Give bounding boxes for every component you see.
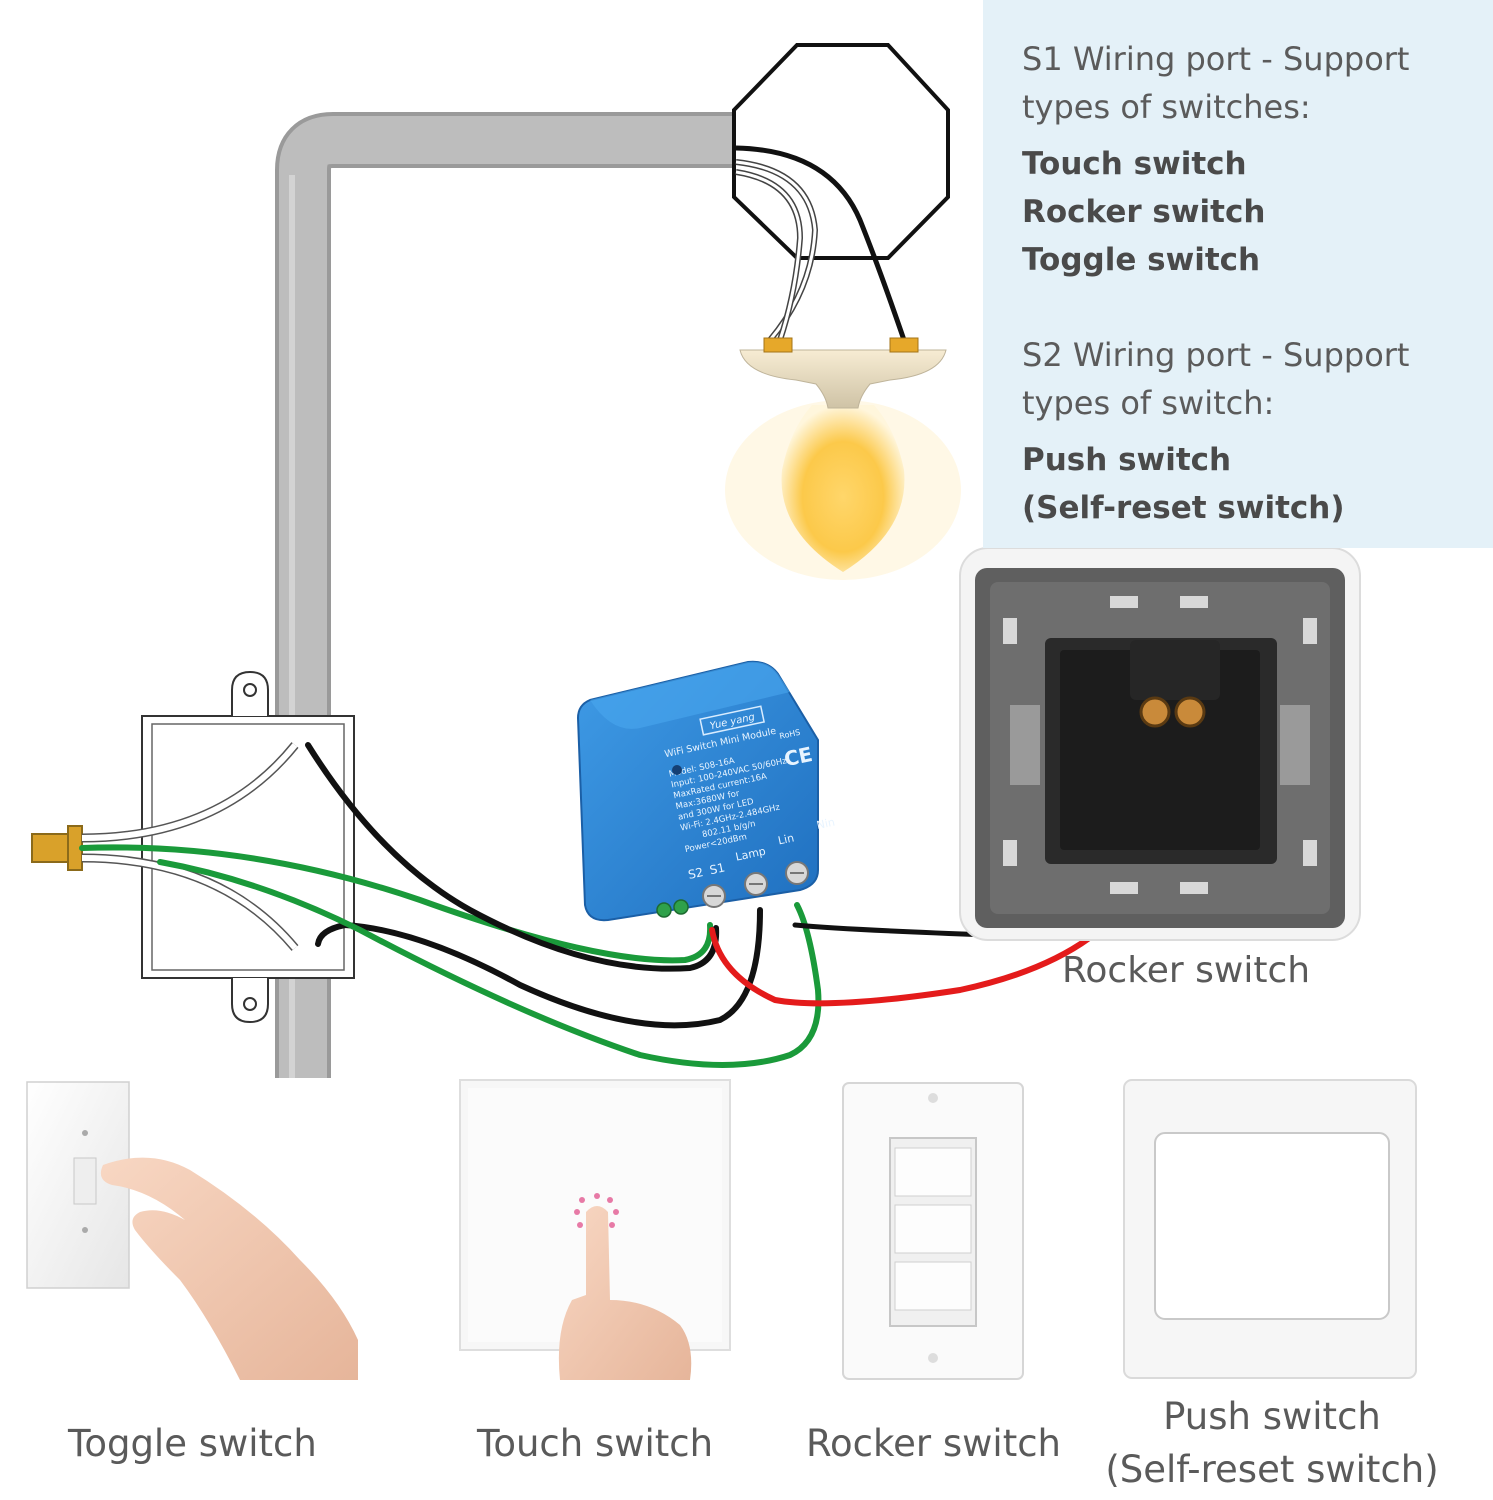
caption-touch-switch: Touch switch xyxy=(477,1422,714,1465)
s1-heading-line2: types of switches: xyxy=(1022,88,1311,126)
s2-heading-line2: types of switch: xyxy=(1022,384,1275,422)
ground-wire-nut xyxy=(31,825,83,871)
terminal-label-nin: Nin xyxy=(815,816,836,833)
neutral-wires xyxy=(81,742,299,951)
terminal-label-s1: S1 xyxy=(708,860,726,877)
terminal-label-s2: S2 xyxy=(687,865,705,882)
rocker-switch-photo xyxy=(842,1082,1024,1380)
s1-type-touch: Touch switch xyxy=(1022,146,1247,182)
rohs-mark: RoHS xyxy=(779,728,802,741)
ce-mark: CE xyxy=(782,742,815,771)
s1-type-rocker: Rocker switch xyxy=(1022,194,1266,230)
touch-switch-photo xyxy=(459,1079,731,1380)
caption-push-switch-subtitle: (Self-reset switch) xyxy=(1105,1448,1439,1491)
push-switch-photo xyxy=(1123,1079,1417,1379)
caption-push-switch: Push switch xyxy=(1163,1395,1381,1438)
toggle-switch-photo xyxy=(26,1081,358,1380)
caption-rocker-switch: Rocker switch xyxy=(806,1422,1061,1465)
s2-type-push: Push switch xyxy=(1022,442,1232,478)
s2-type-self-reset: (Self-reset switch) xyxy=(1022,490,1345,526)
fixture-wires xyxy=(735,145,907,342)
info-panel xyxy=(983,0,1493,548)
rocker-switch-back-view xyxy=(959,547,1361,941)
touch-ripple xyxy=(574,1193,619,1228)
module-terminals xyxy=(656,861,809,918)
terminal-label-lin: Lin xyxy=(777,831,796,847)
s1-heading-line1: S1 Wiring port - Support xyxy=(1022,40,1410,78)
s2-heading-line1: S2 Wiring port - Support xyxy=(1022,336,1410,374)
ceiling-octagon-box xyxy=(732,43,950,260)
s1-type-toggle: Toggle switch xyxy=(1022,242,1261,278)
wifi-switch-module: Yue yang WiFi Switch Mini Module Model: … xyxy=(576,660,836,922)
terminal-label-lamp: Lamp xyxy=(734,845,767,864)
caption-toggle-switch: Toggle switch xyxy=(68,1422,317,1465)
light-bulb xyxy=(725,337,961,580)
wall-switch-caption: Rocker switch xyxy=(1062,950,1311,991)
